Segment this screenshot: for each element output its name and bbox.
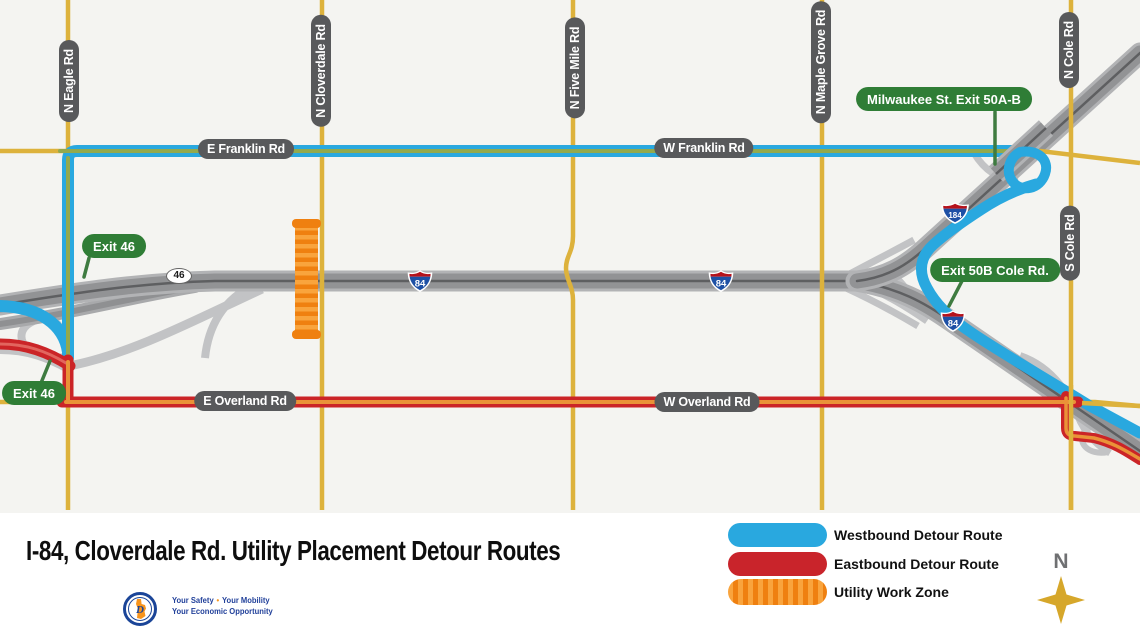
svg-text:84: 84 xyxy=(415,279,426,290)
page-title: I-84, Cloverdale Rd. Utility Placement D… xyxy=(26,535,561,566)
westbound-route-freeway xyxy=(916,146,1140,439)
i184-shield: 184 xyxy=(941,202,970,225)
svg-text:84: 84 xyxy=(716,279,727,290)
exit-46-label-upper: Exit 46 xyxy=(82,234,146,258)
road-label-n-five-mile: N Five Mile Rd xyxy=(565,17,585,119)
svg-text:184: 184 xyxy=(948,211,962,220)
work-zone-stripes xyxy=(295,226,318,332)
westbound-legend-swatch xyxy=(728,523,827,547)
compass-star-icon xyxy=(1037,576,1085,624)
legend-row-eastbound: Eastbound Detour Route xyxy=(728,551,999,577)
road-label-n-cole: N Cole Rd xyxy=(1059,12,1079,88)
legend-row-westbound: Westbound Detour Route xyxy=(728,522,1003,548)
svg-text:84: 84 xyxy=(948,319,959,330)
westbound-route-surface xyxy=(0,145,1028,364)
svg-text:D: D xyxy=(135,604,144,616)
itd-tagline-line1: Your Safety•Your Mobility xyxy=(172,596,270,605)
road-label-w-franklin: W Franklin Rd xyxy=(654,138,754,158)
road-label-n-cloverdale: N Cloverdale Rd xyxy=(311,15,331,127)
road-label-e-overland: E Overland Rd xyxy=(194,391,296,411)
itd-tagline-line2: Your Economic Opportunity xyxy=(172,607,273,616)
route-46-marker: 46 xyxy=(166,268,192,284)
tagline-bullet: • xyxy=(216,596,220,605)
milwaukee-exit-label: Milwaukee St. Exit 50A-B xyxy=(856,87,1032,111)
exit-46-label-lower: Exit 46 xyxy=(2,381,66,405)
workzone-legend-swatch xyxy=(728,579,827,605)
road-label-n-maple-grove: N Maple Grove Rd xyxy=(811,0,831,124)
exit-50b-label: Exit 50B Cole Rd. xyxy=(930,258,1060,282)
eastbound-legend-label: Eastbound Detour Route xyxy=(834,556,999,572)
utility-work-zone xyxy=(292,219,321,339)
compass-north-label: N xyxy=(1053,550,1069,573)
road-label-n-eagle: N Eagle Rd xyxy=(59,40,79,122)
eastbound-legend-swatch xyxy=(728,552,827,576)
eastbound-route xyxy=(0,338,1140,465)
westbound-legend-label: Westbound Detour Route xyxy=(834,527,1003,543)
itd-logo-icon: D xyxy=(123,592,157,626)
i84-shield: 84 xyxy=(708,270,734,293)
road-label-s-cole: S Cole Rd xyxy=(1060,205,1080,281)
five-mile-rd xyxy=(563,0,576,510)
road-label-e-franklin: E Franklin Rd xyxy=(198,139,294,159)
road-label-w-overland: W Overland Rd xyxy=(654,392,760,412)
map-area: 84 84 184 84 E xyxy=(0,0,1140,513)
work-zone-cap-bottom xyxy=(292,330,321,339)
itd-tagline: Your Safety•Your Mobility Your Economic … xyxy=(172,595,273,617)
legend-row-workzone: Utility Work Zone xyxy=(728,579,949,605)
interstate-shields: 84 84 184 84 xyxy=(407,202,970,333)
i84-shield: 84 xyxy=(407,270,433,293)
work-zone-cap-top xyxy=(292,219,321,228)
workzone-legend-label: Utility Work Zone xyxy=(834,584,949,600)
exit-leader-lines xyxy=(39,110,997,385)
minor-roads-over xyxy=(1068,385,1140,510)
i84-shield: 84 xyxy=(940,310,966,333)
map-canvas: 84 84 184 84 xyxy=(0,0,1140,510)
